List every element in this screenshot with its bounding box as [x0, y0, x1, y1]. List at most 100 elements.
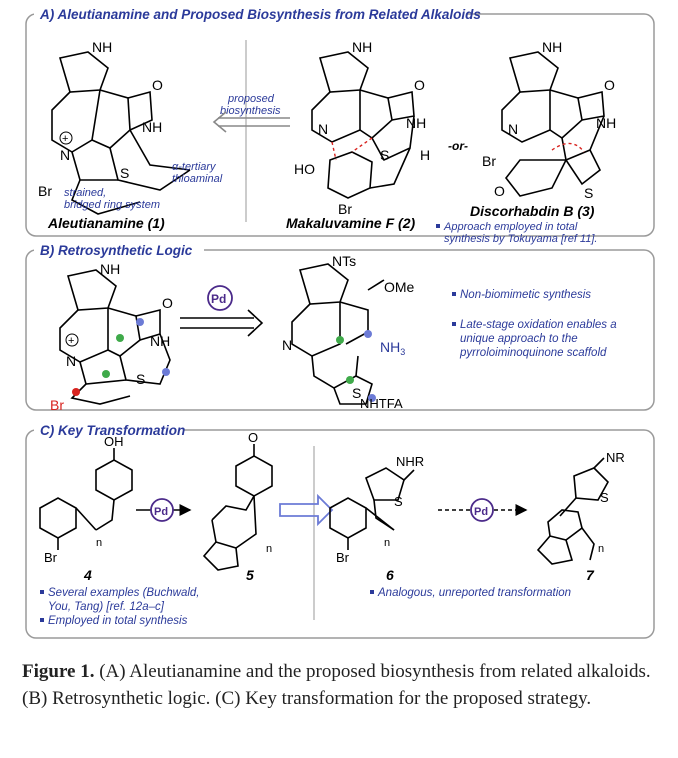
panel-b-frame: [25, 249, 655, 411]
compound-7-structure: [536, 457, 609, 565]
bond-marker-blue: [368, 394, 376, 402]
compound-6-label: 6: [386, 567, 394, 583]
pd-label: Pd: [211, 292, 226, 306]
compound-6-structure: [329, 467, 415, 550]
atom-h: H: [420, 147, 430, 163]
bullet-marker: [370, 590, 374, 594]
atom-br: Br: [336, 550, 350, 565]
atom-n: N: [66, 353, 76, 369]
bond-marker-red: [72, 388, 80, 396]
atom-s: S: [584, 185, 593, 201]
atom-n: N: [508, 121, 518, 137]
panel-c-bullet-1-2: You, Tang) [ref. 12a–c]: [48, 601, 165, 613]
atom-s: S: [352, 385, 361, 401]
discorhabdin-red-bond: [551, 142, 585, 153]
nh3-label: NH3: [380, 339, 405, 357]
atom-o: O: [414, 77, 425, 93]
atom-o: O: [604, 77, 615, 93]
retro-arrow: [180, 309, 264, 337]
atom-nh: NH: [352, 39, 372, 55]
note-thioaminal-2: thioaminal: [172, 173, 223, 185]
bond-marker-blue: [364, 330, 372, 338]
pd-label: Pd: [154, 506, 168, 518]
or-separator: -or-: [448, 139, 468, 153]
positive-charge-symbol: +: [68, 335, 74, 347]
atom-br: Br: [44, 550, 58, 565]
atom-s: S: [380, 147, 389, 163]
retro-right-structure: [291, 263, 385, 405]
atom-nh: NH: [150, 333, 170, 349]
positive-charge-icon: [59, 131, 73, 145]
atom-nr: NR: [606, 450, 625, 465]
bond-marker-green: [336, 336, 344, 344]
compound-5-structure: [202, 444, 273, 571]
atom-o: O: [152, 77, 163, 93]
atom-nh: NH: [100, 261, 120, 277]
atom-nhr: NHR: [396, 454, 424, 469]
note-strained-1: strained,: [64, 187, 106, 199]
subscript-n: n: [384, 537, 390, 549]
atom-ho: HO: [294, 161, 315, 177]
bond-marker-blue: [162, 368, 170, 376]
pd-label: Pd: [474, 506, 488, 518]
atom-s: S: [136, 371, 145, 387]
compound-5-label: 5: [246, 567, 254, 583]
arrow-label-2: biosynthesis: [220, 105, 281, 117]
caption-text: (A) Aleutianamine and the proposed biosy…: [22, 661, 651, 709]
arrow-label-1: proposed: [227, 93, 275, 105]
pd-catalyst-icon: [207, 285, 233, 311]
atom-o: O: [248, 430, 258, 445]
atom-oh: OH: [104, 434, 124, 449]
positive-charge-symbol: +: [62, 133, 68, 145]
compound-1-label: Aleutianamine (1): [47, 215, 165, 231]
panel-b-bullet-2-1: Late-stage oxidation enables a: [460, 319, 617, 331]
panel-c-bullet-2: Employed in total synthesis: [48, 615, 188, 627]
atom-s: S: [394, 494, 403, 509]
atom-br: Br: [482, 153, 496, 169]
panel-a-title: A) Aleutianamine and Proposed Biosynthes…: [39, 7, 481, 22]
pd-catalyst-icon: [470, 498, 494, 522]
approach-bullet: [436, 224, 440, 228]
atom-o: O: [162, 295, 173, 311]
panel-b-bullet-2-3: pyrroloiminoquinone scaffold: [459, 347, 607, 359]
bullet-marker: [40, 590, 44, 594]
atom-nh: NH: [92, 39, 112, 55]
panel-c-bullet-3: Analogous, unreported transformation: [377, 587, 571, 599]
positive-charge-icon: [65, 333, 79, 347]
subscript-n: n: [96, 537, 102, 549]
atom-n: N: [282, 337, 292, 353]
atom-n: N: [318, 121, 328, 137]
analogy-arrow: [279, 493, 334, 527]
retro-left-structure: [59, 269, 171, 405]
panel-c-bullet-1-1: Several examples (Buchwald,: [48, 587, 200, 599]
atom-o: O: [494, 183, 505, 199]
atom-nh: NH: [142, 119, 162, 135]
atom-nts: NTs: [332, 253, 356, 269]
bullet-marker: [452, 322, 456, 326]
note-strained-2: bridged ring system: [64, 199, 160, 211]
atom-nhtfa: NHTFA: [360, 396, 403, 411]
compound-3-label: Discorhabdin B (3): [470, 203, 595, 219]
discorhabdin-structure: [501, 51, 605, 197]
panel-a: A) Aleutianamine and Proposed Biosynthes…: [25, 6, 655, 245]
atom-ome: OMe: [384, 279, 415, 295]
panel-b-bullet-2-2: unique approach to the: [460, 333, 578, 345]
subscript-n: n: [598, 543, 604, 555]
compound-4-label: 4: [83, 567, 92, 583]
compound-7-label: 7: [586, 567, 595, 583]
atom-br: Br: [50, 397, 64, 413]
atom-br: Br: [338, 201, 352, 217]
compound-2-label: Makaluvamine F (2): [286, 215, 415, 231]
bond-marker-green: [102, 370, 110, 378]
atom-s: S: [120, 165, 129, 181]
pd-catalyst-icon: [150, 498, 174, 522]
panel-b-bullet-1: Non-biomimetic synthesis: [460, 289, 591, 301]
makaluvamine-red-bonds: [331, 137, 373, 161]
subscript-n: n: [266, 543, 272, 555]
panel-c-title: C) Key Transformation: [40, 423, 185, 438]
aleutianamine-structure: [51, 51, 191, 215]
panel-b-title: B) Retrosynthetic Logic: [40, 243, 193, 258]
note-approach-1: Approach employed in total: [443, 221, 578, 233]
note-thioaminal-1: α-tertiary: [172, 161, 217, 173]
